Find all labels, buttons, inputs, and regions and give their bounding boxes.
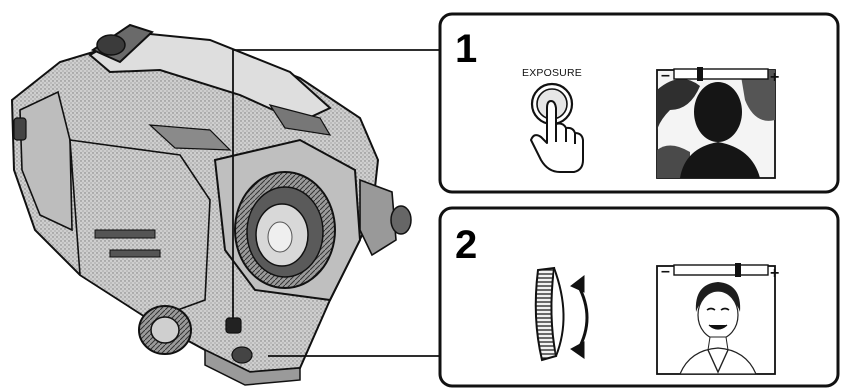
viewfinder-screen-after: – + [657,263,779,374]
side-button [14,118,26,140]
subject-head-silhouette [694,82,742,142]
indicator-marker [697,67,703,81]
step-2-frame [440,208,838,386]
indicator-marker [735,263,741,277]
camcorder-illustration [12,25,411,385]
viewfinder-screen-before: – + [657,67,779,178]
subject-face [698,291,738,339]
bottom-dial [232,347,252,363]
exposure-dial-icon [536,268,564,360]
camcorder-slot [95,230,155,238]
camcorder-slot [110,250,160,257]
indicator-minus: – [661,67,670,84]
indicator-minus: – [661,263,670,280]
exposure-button-label: EXPOSURE [522,67,582,79]
step-1-panel: 1 EXPOSURE – + [440,14,838,192]
step-1-frame [440,14,838,192]
lens [235,172,335,288]
step-1-number: 1 [455,27,477,71]
exposure-dial [139,306,191,354]
indicator-plus: + [770,265,779,282]
lever-knob [391,206,411,234]
step-2-number: 2 [455,223,477,267]
step-2-panel: 2 – [440,208,838,386]
indicator-plus: + [770,69,779,86]
exposure-button [226,318,241,333]
